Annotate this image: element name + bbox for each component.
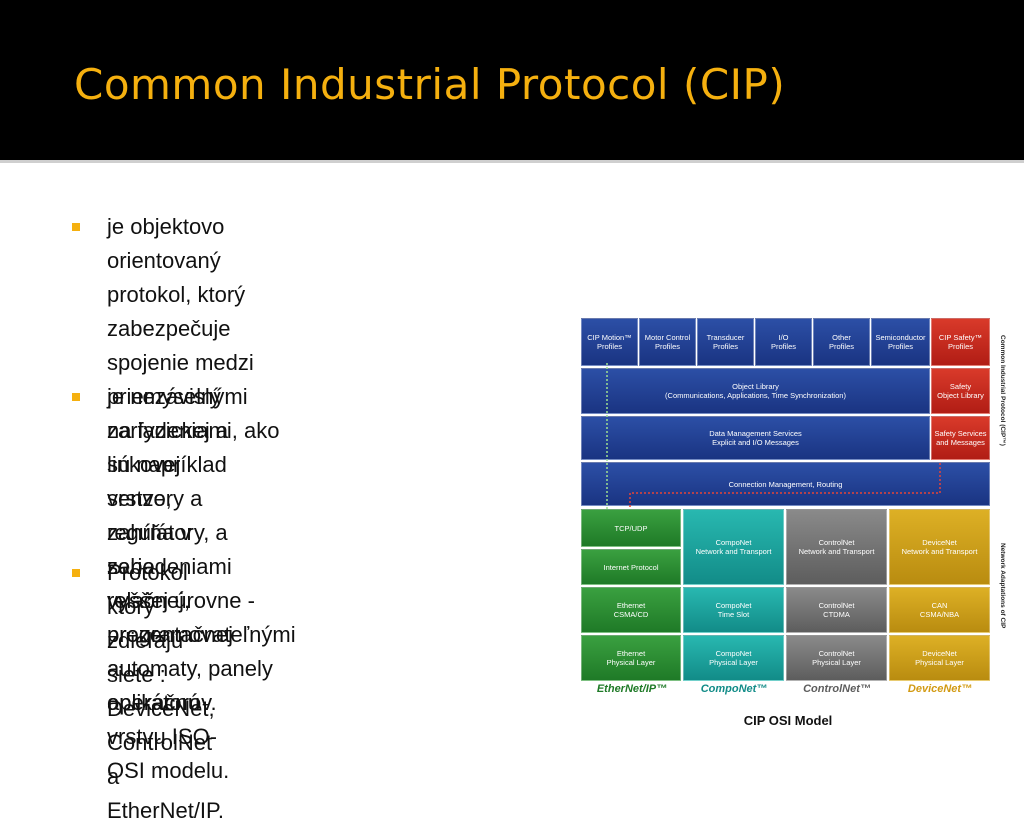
title-bar: Common Industrial Protocol (CIP) bbox=[0, 0, 1024, 160]
cip-osi-model-diagram: CIP Motion™ Profiles Motor Control Profi… bbox=[578, 313, 1010, 743]
safety-object-library: Safety Object Library bbox=[931, 368, 990, 414]
network-name-componet: CompoNet™ bbox=[700, 683, 768, 695]
ethernet-internet-protocol: Internet Protocol bbox=[581, 549, 681, 585]
network-name-devicenet: DeviceNet™ bbox=[907, 683, 973, 695]
data-management-services: Data Management Services Explicit and I/… bbox=[581, 416, 930, 460]
componet-time-slot: CompoNet Time Slot bbox=[683, 587, 784, 633]
profile-cip-motion: CIP Motion™ Profiles bbox=[581, 318, 638, 366]
slide-title: Common Industrial Protocol (CIP) bbox=[74, 60, 786, 109]
devicenet-physical-layer: DeviceNet Physical Layer bbox=[889, 635, 990, 681]
profile-transducer: Transducer Profiles bbox=[697, 318, 754, 366]
profile-io: I/O Profiles bbox=[755, 318, 812, 366]
componet-network-transport: CompoNet Network and Transport bbox=[683, 509, 784, 585]
controlnet-ctdma: ControlNet CTDMA bbox=[786, 587, 887, 633]
connection-management: Connection Management, Routing bbox=[581, 462, 990, 506]
bullet-marker-icon bbox=[72, 223, 80, 231]
bullet-marker-icon bbox=[72, 569, 80, 577]
profile-other: Other Profiles bbox=[813, 318, 870, 366]
bullet-marker-icon bbox=[72, 393, 80, 401]
diagram-caption: CIP OSI Model bbox=[743, 713, 833, 728]
controlnet-physical-layer: ControlNet Physical Layer bbox=[786, 635, 887, 681]
ethernet-csma-cd: Ethernet CSMA/CD bbox=[581, 587, 681, 633]
controlnet-network-transport: ControlNet Network and Transport bbox=[786, 509, 887, 585]
bullet-text: je nezávislý na fyzickej a linkovej vrst… bbox=[107, 384, 233, 783]
safety-services: Safety Services and Messages bbox=[931, 416, 990, 460]
bullet-text: Protokol ktorý zdieľajú siete : DeviceNe… bbox=[107, 560, 224, 823]
title-divider bbox=[0, 160, 1024, 163]
ethernet-physical-layer: Ethernet Physical Layer bbox=[581, 635, 681, 681]
object-library: Object Library (Communications, Applicat… bbox=[581, 368, 930, 414]
dotted-connectors bbox=[606, 363, 941, 509]
componet-physical-layer: CompoNet Physical Layer bbox=[683, 635, 784, 681]
profile-semiconductor: Semiconductor Profiles bbox=[871, 318, 930, 366]
devicenet-network-transport: DeviceNet Network and Transport bbox=[889, 509, 990, 585]
bullet-text: je objektovo orientovaný protokol, ktorý… bbox=[107, 214, 296, 715]
devicenet-can-csma-nba: CAN CSMA/NBA bbox=[889, 587, 990, 633]
side-label-cip: Common Industrial Protocol (CIP™) bbox=[999, 335, 1006, 446]
network-name-controlnet: ControlNet™ bbox=[803, 683, 871, 695]
network-name-ethernet-ip: EtherNet/IP™ bbox=[596, 683, 668, 695]
ethernet-tcp-udp: TCP/UDP bbox=[581, 509, 681, 547]
profile-motor-control: Motor Control Profiles bbox=[639, 318, 696, 366]
side-label-network-adaptations: Network Adaptations of CIP bbox=[999, 543, 1006, 629]
profile-cip-safety: CIP Safety™ Profiles bbox=[931, 318, 990, 366]
